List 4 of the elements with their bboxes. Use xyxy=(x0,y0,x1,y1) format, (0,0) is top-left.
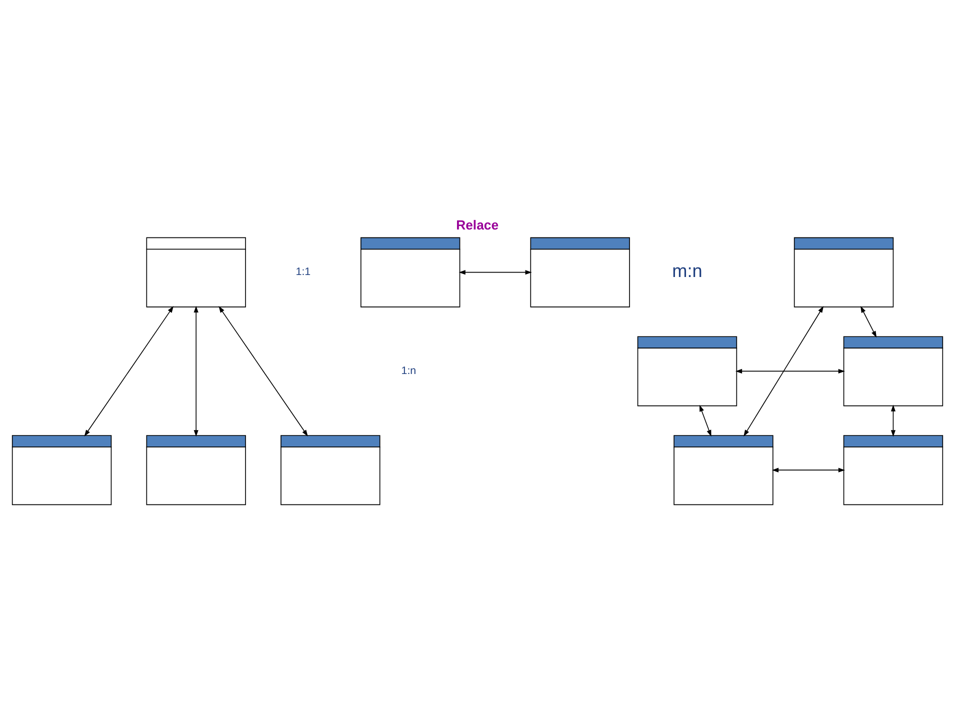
label: 1:n xyxy=(401,364,416,377)
diagram-title: Relace xyxy=(456,216,499,232)
label: m:n xyxy=(672,260,702,280)
label: 1:1 xyxy=(296,266,311,278)
